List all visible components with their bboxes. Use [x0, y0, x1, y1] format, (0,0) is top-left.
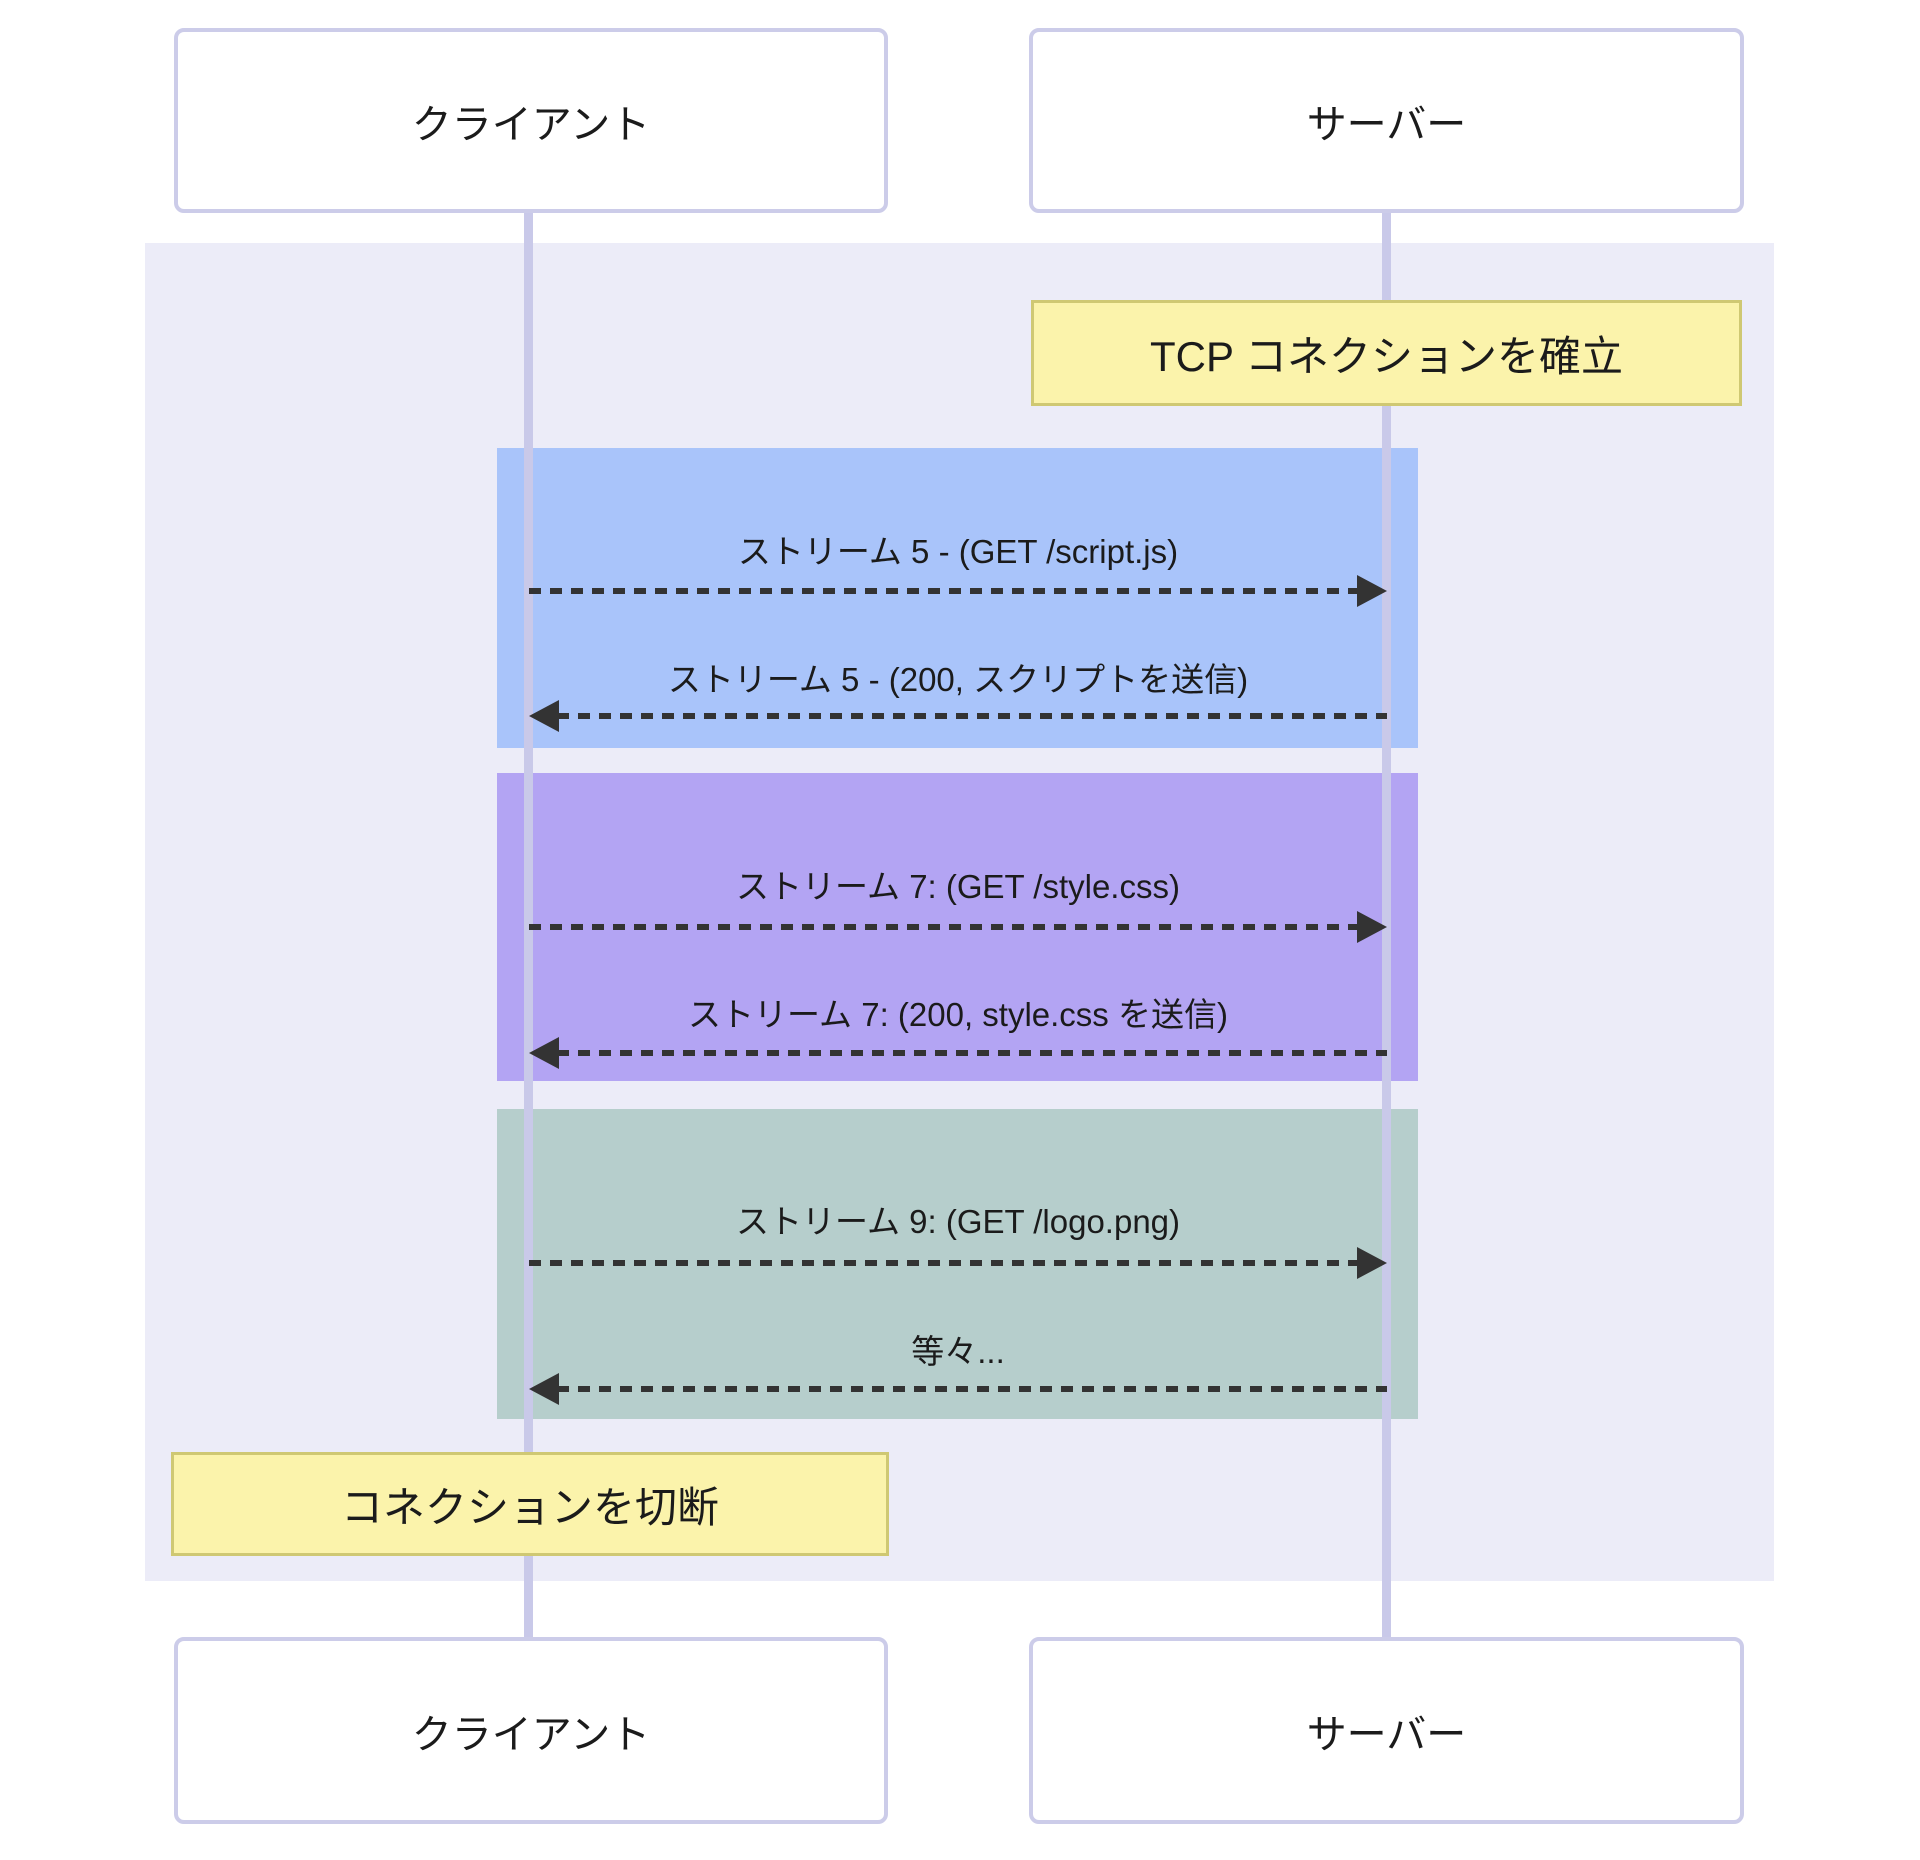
message-label-stream7-request: ストリーム 7: (GET /style.css): [736, 868, 1180, 905]
note-connection-close: コネクションを切断: [171, 1452, 889, 1556]
arrowhead-right-icon: [1357, 575, 1387, 607]
arrow-dash-line: [529, 924, 1359, 930]
message-label-etc-response: 等々...: [911, 1333, 1005, 1370]
arrow-dash-line: [557, 1050, 1387, 1056]
arrow-dash-line: [557, 1386, 1387, 1392]
arrow-dash-line: [529, 1260, 1359, 1266]
arrowhead-left-icon: [529, 700, 559, 732]
actor-server-top-label: サーバー: [1306, 102, 1467, 147]
actor-server-top: サーバー: [1029, 28, 1744, 213]
actor-server-bottom-label: サーバー: [1306, 1712, 1467, 1757]
arrow-stream7-request: [529, 911, 1387, 943]
arrow-stream9-request: [529, 1247, 1387, 1279]
note-tcp-establish-label: TCP コネクションを確立: [1150, 332, 1623, 380]
message-label-stream5-response: ストリーム 5 - (200, スクリプトを送信): [667, 661, 1249, 698]
arrow-stream5-request: [529, 575, 1387, 607]
stream-5-group-rect: [497, 448, 1418, 748]
message-label-stream9-request: ストリーム 9: (GET /logo.png): [735, 1203, 1181, 1240]
note-tcp-establish: TCP コネクションを確立: [1031, 300, 1742, 406]
message-label-stream5-request: ストリーム 5 - (GET /script.js): [737, 533, 1179, 570]
actor-client-bottom-label: クライアント: [411, 1712, 651, 1757]
arrowhead-left-icon: [529, 1037, 559, 1069]
arrow-dash-line: [557, 713, 1387, 719]
message-label-stream7-response: ストリーム 7: (200, style.css を送信): [688, 996, 1228, 1033]
arrow-etc-response: [529, 1373, 1387, 1405]
actor-server-bottom: サーバー: [1029, 1637, 1744, 1824]
arrowhead-left-icon: [529, 1373, 559, 1405]
arrowhead-right-icon: [1357, 1247, 1387, 1279]
arrow-stream7-response: [529, 1037, 1387, 1069]
actor-client-top-label: クライアント: [411, 102, 651, 147]
client-lifeline: [524, 213, 533, 1637]
note-connection-close-label: コネクションを切断: [340, 1483, 719, 1531]
arrowhead-right-icon: [1357, 911, 1387, 943]
arrow-dash-line: [529, 588, 1359, 594]
actor-client-bottom: クライアント: [174, 1637, 888, 1824]
arrow-stream5-response: [529, 700, 1387, 732]
actor-client-top: クライアント: [174, 28, 888, 213]
